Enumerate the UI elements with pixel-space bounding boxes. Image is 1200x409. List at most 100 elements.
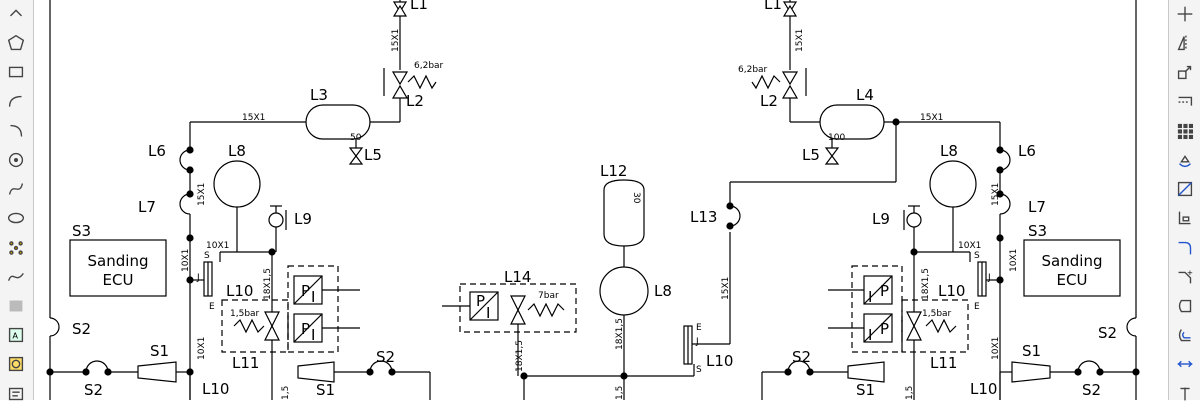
modify-move-button[interactable] (1173, 4, 1197, 28)
valve-right-i1: I (868, 288, 872, 306)
tank-l12 (603, 179, 645, 247)
drawing-canvas[interactable]: L1 L2 6,2bar L3 50 L5 15X1 L6 L7 L8 L9 S… (34, 0, 1168, 400)
modify-scale-button[interactable] (1173, 62, 1197, 86)
label-s2-right-2: S2 (792, 348, 811, 366)
dim-15-right-low: 1,5 (905, 386, 915, 400)
sander-s1-left (137, 361, 177, 383)
modify-explode-button[interactable] (1173, 384, 1197, 408)
valve-left-i1: I (311, 288, 315, 306)
points-icon (5, 237, 27, 263)
label-l1-left: L1 (410, 0, 428, 13)
arc-2-icon (5, 120, 27, 146)
valve-left-i2: I (311, 326, 315, 344)
ecu-left-line2: ECU (103, 271, 134, 289)
label-s2-left-top: S2 (72, 320, 91, 338)
explode-icon (1174, 383, 1196, 409)
gauge-l8-left (213, 160, 261, 208)
valve-left-p1: P (301, 282, 310, 300)
pressure-left-15: 1,5bar (230, 309, 260, 319)
mirror-icon (1174, 32, 1196, 58)
dim-10x1-right-vert: 10X1 (1009, 249, 1019, 272)
draw-ellipse-button[interactable] (4, 208, 28, 232)
rectangle-icon (5, 61, 27, 87)
move-icon (1174, 3, 1196, 29)
label-s2-right: S2 (1082, 381, 1101, 399)
pressure-center-7: 7bar (538, 291, 559, 301)
dim-15-center: 1,5 (615, 386, 625, 400)
draw-add-image-button[interactable]: A (4, 325, 28, 349)
draw-arc-2-button[interactable] (4, 121, 28, 145)
label-l1-right: L1 (764, 0, 782, 13)
modify-break-button[interactable] (1173, 208, 1197, 232)
label-l7-left: L7 (138, 198, 156, 216)
draw-polygon-button[interactable] (4, 33, 28, 57)
label-l10-left-2: L10 (202, 380, 229, 398)
ecu-left-line1: Sanding (88, 252, 149, 270)
switch-center-e: E (696, 323, 702, 333)
block-icon (5, 353, 27, 379)
dim-15x1-right-top: 15X1 (920, 113, 943, 123)
label-l12: L12 (600, 162, 627, 180)
draw-hatch-button[interactable] (4, 296, 28, 320)
fillet-icon (1174, 237, 1196, 263)
switch-left-j: J (196, 273, 200, 283)
gauge-l8-center (599, 266, 649, 316)
left-circuit (46, 0, 437, 400)
arc-icon (5, 91, 27, 117)
modify-join-button[interactable] (1173, 296, 1197, 320)
modify-offset-button[interactable] (1173, 325, 1197, 349)
stretch-icon (1174, 178, 1196, 204)
valve-left-p2: P (301, 320, 310, 338)
label-l4: L4 (856, 86, 874, 104)
dim-10x1-right: 10X1 (958, 241, 981, 251)
draw-block-button[interactable] (4, 354, 28, 378)
tank-l12-volume: 30 (631, 192, 641, 204)
draw-rectangle-button[interactable] (4, 62, 28, 86)
array-icon (1174, 120, 1196, 146)
modify-extend-button[interactable] (1173, 354, 1197, 378)
label-l10-right: L10 (938, 282, 965, 300)
label-l7-right: L7 (1028, 198, 1046, 216)
label-s2-right-top: S2 (1098, 324, 1117, 342)
hatch-icon (5, 295, 27, 321)
modify-fillet-button[interactable] (1173, 238, 1197, 262)
label-l5-right: L5 (802, 146, 820, 164)
draw-circle-button[interactable] (4, 150, 28, 174)
valve-right-i2: I (868, 326, 872, 344)
label-l6-right: L6 (1018, 142, 1036, 160)
modify-rotate-button[interactable] (1173, 150, 1197, 174)
right-modify-toolbar: + (1168, 0, 1200, 401)
switch-right-s: S (974, 251, 980, 261)
dim-10x1-left: 10X1 (206, 241, 229, 251)
label-l2-left: L2 (406, 92, 424, 110)
label-l13: L13 (690, 208, 717, 226)
dim-10x1-left-vert: 10X1 (181, 249, 191, 272)
draw-points-button[interactable] (4, 238, 28, 262)
extend-icon (1174, 353, 1196, 379)
left-drawing-toolbar: A (0, 0, 34, 400)
ecu-right-line2: ECU (1057, 271, 1088, 289)
label-s1-right-2: S1 (856, 381, 875, 399)
draw-arc-button[interactable] (4, 92, 28, 116)
modify-array-button[interactable] (1173, 121, 1197, 145)
label-l8-left: L8 (228, 142, 246, 160)
modify-trim-button[interactable] (1173, 92, 1197, 116)
modify-stretch-button[interactable] (1173, 179, 1197, 203)
label-l2-right: L2 (760, 92, 778, 110)
dim-15x1-left-vert: 15X1 (391, 29, 401, 52)
modify-chamfer-button[interactable]: + (1173, 267, 1197, 291)
hose-s2-left-2 (369, 360, 393, 373)
switch-center-s: S (696, 365, 702, 375)
label-s1-left-2: S1 (316, 381, 335, 399)
draw-chevron-button[interactable] (4, 4, 28, 28)
draw-text-button[interactable] (4, 384, 28, 408)
valve-right-p1: P (880, 282, 889, 300)
draw-curve-button[interactable] (4, 267, 28, 291)
rotate-icon (1174, 149, 1196, 175)
svg-text:+: + (1187, 268, 1193, 277)
modify-mirror-button[interactable] (1173, 33, 1197, 57)
label-s1-right: S1 (1022, 342, 1041, 360)
label-l11-right: L11 (930, 354, 957, 372)
draw-spline-button[interactable] (4, 179, 28, 203)
label-l6-left: L6 (148, 142, 166, 160)
